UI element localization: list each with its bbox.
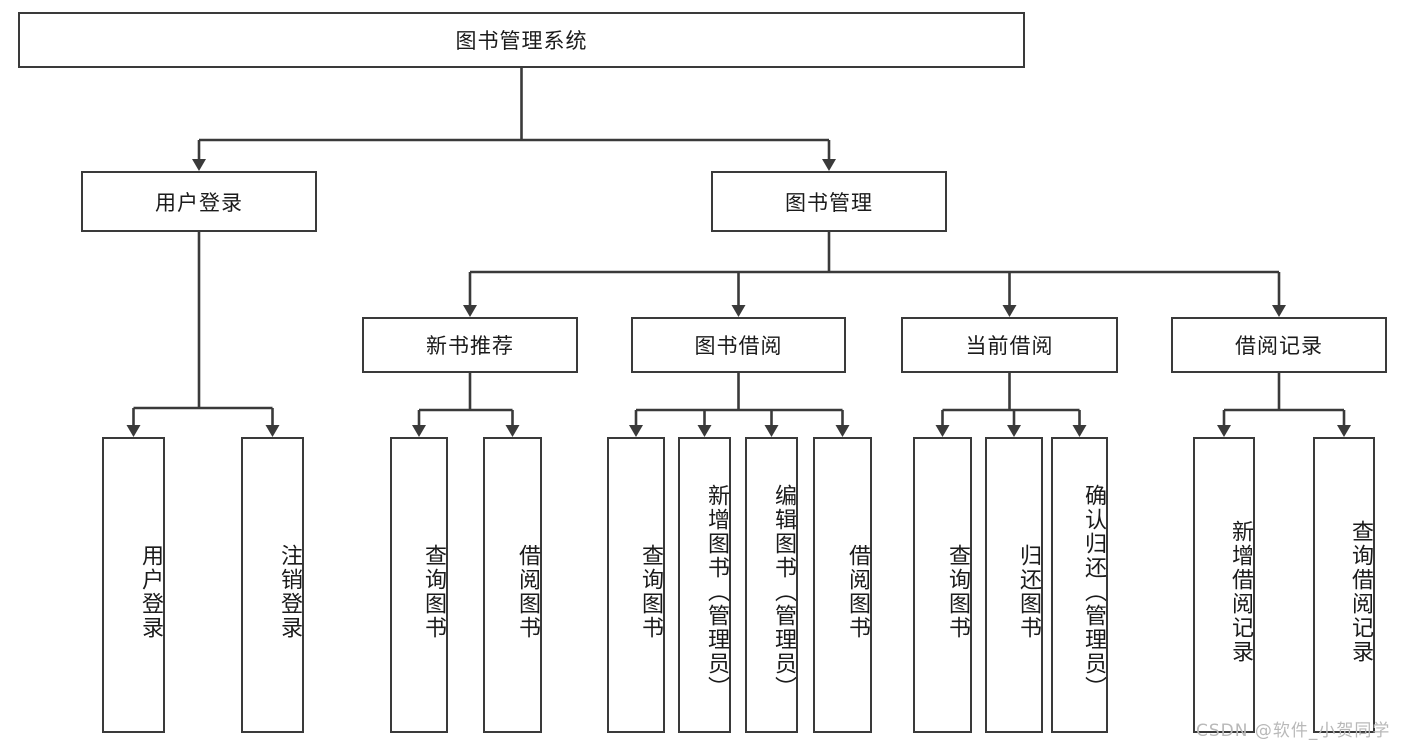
node-leaf-9[interactable]: 归还图书 <box>985 437 1043 733</box>
node-label: 用户登录 <box>155 190 243 215</box>
arrow-head-icon <box>505 425 520 437</box>
node-label: 借阅记录 <box>1235 334 1323 358</box>
arrow-head-icon <box>126 425 141 437</box>
node-leaf-1[interactable]: 注销登录 <box>241 437 304 733</box>
node-label: 图书借阅 <box>694 334 783 358</box>
arrow-head-icon <box>412 425 426 437</box>
node-leaf-5[interactable]: 新增图书（管理员） <box>678 437 731 733</box>
node-leaf-7[interactable]: 借阅图书 <box>813 437 872 733</box>
arrow-head-icon <box>822 159 836 171</box>
watermark-label: CSDN @软件_小贺同学 <box>1196 721 1391 741</box>
node-leaf-0[interactable]: 用户登录 <box>102 437 165 733</box>
node-leaf-2[interactable]: 查询图书 <box>390 437 448 733</box>
node-root-图书管理系统[interactable]: 图书管理系统 <box>18 12 1025 68</box>
arrow-head-icon <box>1007 425 1021 437</box>
node-label: 新书推荐 <box>426 334 514 358</box>
node-label: 注销登录 <box>277 544 302 640</box>
arrow-head-icon <box>1002 305 1017 317</box>
arrow-head-icon <box>629 425 643 437</box>
node-label: 新增图书（管理员） <box>704 484 729 700</box>
node-label: 新增借阅记录 <box>1228 520 1253 664</box>
node-leaf-11[interactable]: 新增借阅记录 <box>1193 437 1255 733</box>
arrow-head-icon <box>697 425 712 437</box>
node-leaf-6[interactable]: 编辑图书（管理员） <box>745 437 798 733</box>
arrow-head-icon <box>764 425 779 437</box>
node-label: 图书管理系统 <box>455 29 588 53</box>
arrow-head-icon <box>265 425 280 437</box>
node-label: 借阅图书 <box>515 544 540 640</box>
node-leaf-8[interactable]: 查询图书 <box>913 437 972 733</box>
node-label: 编辑图书（管理员） <box>771 484 796 700</box>
node-label: 查询图书 <box>421 544 446 640</box>
node-level3-2[interactable]: 当前借阅 <box>901 317 1118 373</box>
node-level2-0[interactable]: 用户登录 <box>81 171 317 232</box>
node-label: 查询借阅记录 <box>1348 520 1373 664</box>
arrow-head-icon <box>835 425 850 437</box>
node-leaf-12[interactable]: 查询借阅记录 <box>1313 437 1375 733</box>
arrow-head-icon <box>935 425 950 437</box>
node-level2-1[interactable]: 图书管理 <box>711 171 947 232</box>
arrow-head-icon <box>1337 425 1351 437</box>
arrow-head-icon <box>1072 425 1087 437</box>
arrow-head-icon <box>1272 305 1286 317</box>
node-label: 借阅图书 <box>845 544 870 640</box>
node-level3-3[interactable]: 借阅记录 <box>1171 317 1387 373</box>
node-label: 当前借阅 <box>965 334 1054 358</box>
node-label: 查询图书 <box>638 544 663 640</box>
node-label: 确认归还（管理员） <box>1081 484 1106 700</box>
arrow-head-icon <box>1217 425 1231 437</box>
node-label: 归还图书 <box>1016 544 1041 640</box>
node-label: 图书管理 <box>785 190 873 215</box>
node-label: 用户登录 <box>138 544 163 640</box>
arrow-head-icon <box>731 305 746 317</box>
node-leaf-10[interactable]: 确认归还（管理员） <box>1051 437 1108 733</box>
node-leaf-3[interactable]: 借阅图书 <box>483 437 542 733</box>
node-label: 查询图书 <box>945 544 970 640</box>
node-leaf-4[interactable]: 查询图书 <box>607 437 665 733</box>
arrow-head-icon <box>192 159 206 171</box>
node-level3-1[interactable]: 图书借阅 <box>631 317 846 373</box>
arrow-head-icon <box>463 305 477 317</box>
node-level3-0[interactable]: 新书推荐 <box>362 317 578 373</box>
